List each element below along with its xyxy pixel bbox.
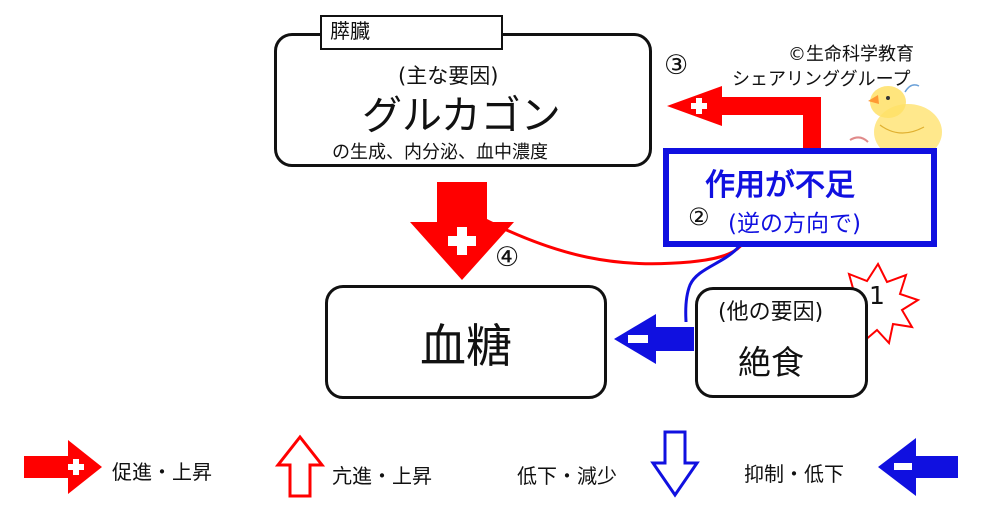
credit-line-2: シェアリンググループ bbox=[732, 69, 911, 90]
plus-icon bbox=[448, 227, 476, 255]
legend-inhibit-label: 抑制・低下 bbox=[744, 462, 844, 486]
starburst-number: 1 bbox=[869, 281, 885, 310]
red-feedback-arrow bbox=[667, 86, 821, 155]
step-number-four: ④ bbox=[495, 242, 520, 273]
minus-icon bbox=[628, 335, 648, 343]
step-number-three: ③ bbox=[664, 50, 689, 81]
credit-line-1: ©生命科学教育 bbox=[788, 44, 914, 65]
fasting-sub-label: (他の要因) bbox=[718, 300, 824, 325]
pancreas-sub-label: (主な要因) bbox=[398, 64, 499, 88]
legend-enhance-label: 亢進・上昇 bbox=[332, 464, 432, 488]
minus-icon bbox=[894, 463, 912, 470]
fasting-label: 絶食 bbox=[738, 343, 804, 382]
fasting-box bbox=[695, 287, 868, 398]
deficiency-title: 作用が不足 bbox=[705, 168, 855, 203]
legend-promote-arrow bbox=[24, 440, 102, 494]
legend-promote-label: 促進・上昇 bbox=[112, 460, 212, 484]
blood-sugar-label: 血糖 bbox=[420, 319, 512, 373]
deficiency-number: ② bbox=[688, 203, 710, 231]
deficiency-box bbox=[663, 148, 937, 247]
pancreas-tab: 膵臓 bbox=[320, 15, 503, 50]
legend-decrease-label: 低下・減少 bbox=[517, 464, 617, 488]
legend-inhibit-arrow bbox=[878, 438, 958, 496]
blue-left-arrow bbox=[614, 314, 694, 364]
red-down-arrow bbox=[410, 182, 514, 280]
chick-illustration bbox=[849, 84, 942, 171]
glucagon-label: グルカゴン bbox=[362, 93, 561, 139]
legend-enhance-arrow bbox=[274, 434, 326, 498]
glucagon-description: の生成、内分泌、血中濃度 bbox=[332, 142, 548, 163]
deficiency-subtitle: (逆の方向で) bbox=[728, 211, 861, 237]
blood-sugar-box bbox=[325, 285, 607, 399]
down-arrow-icon bbox=[650, 430, 700, 498]
plus-icon bbox=[691, 98, 707, 114]
